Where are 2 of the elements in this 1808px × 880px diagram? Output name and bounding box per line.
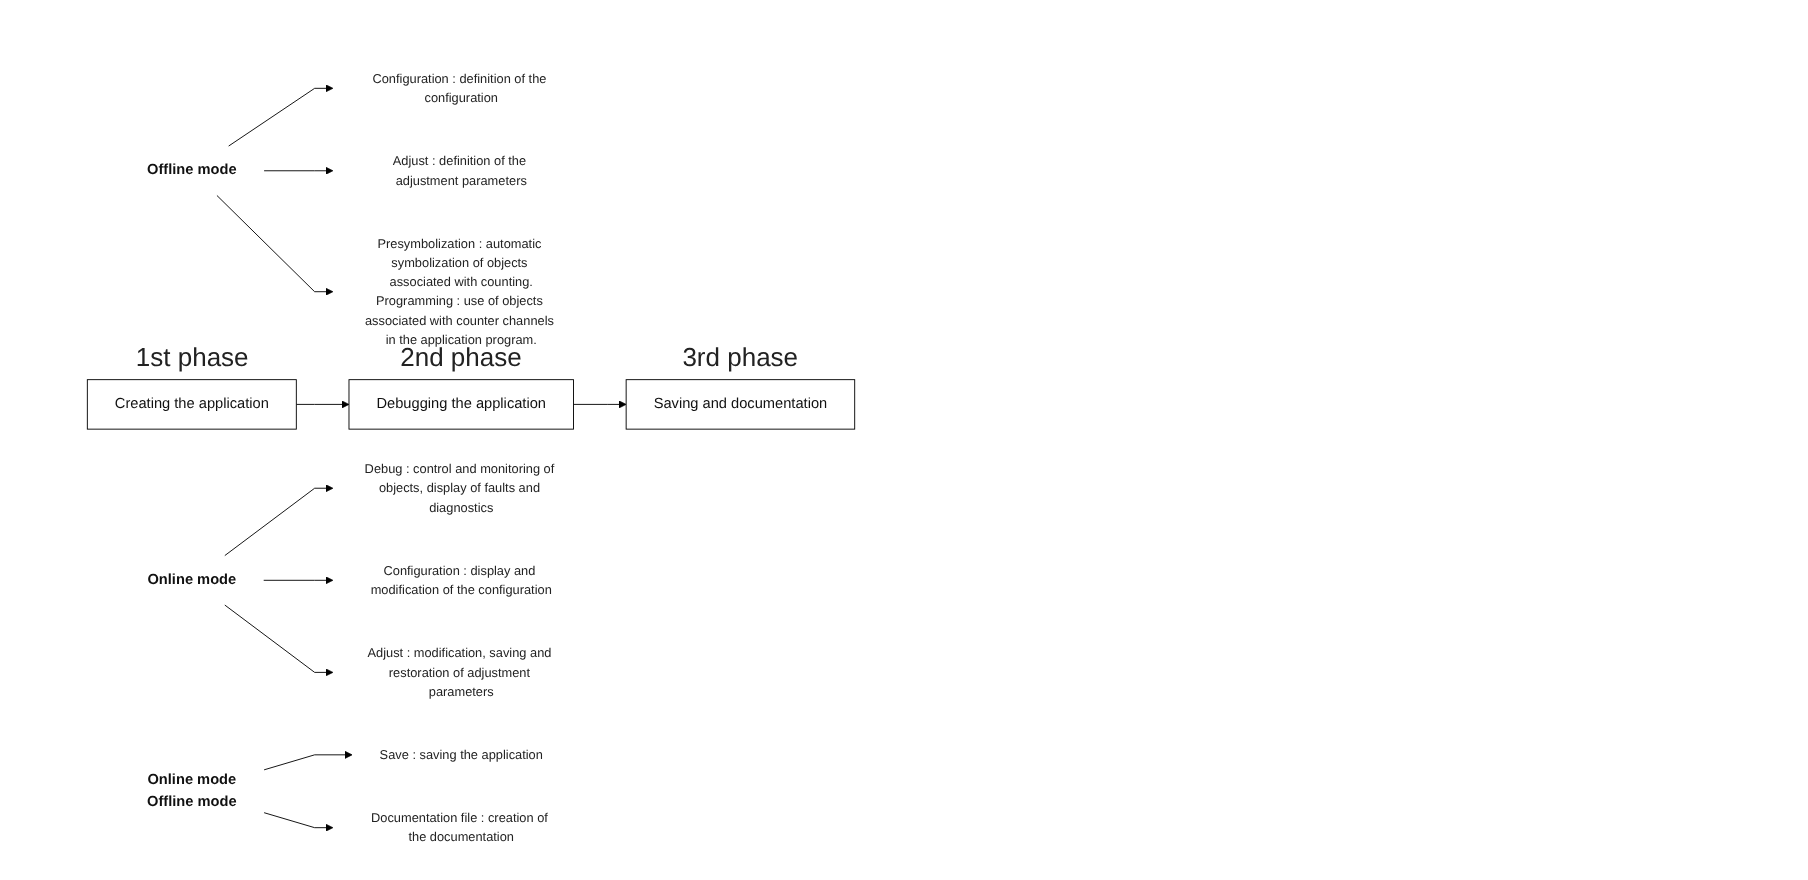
phase-label: 3rd phase [682, 341, 799, 372]
phase-label: 1st phase [135, 341, 249, 372]
